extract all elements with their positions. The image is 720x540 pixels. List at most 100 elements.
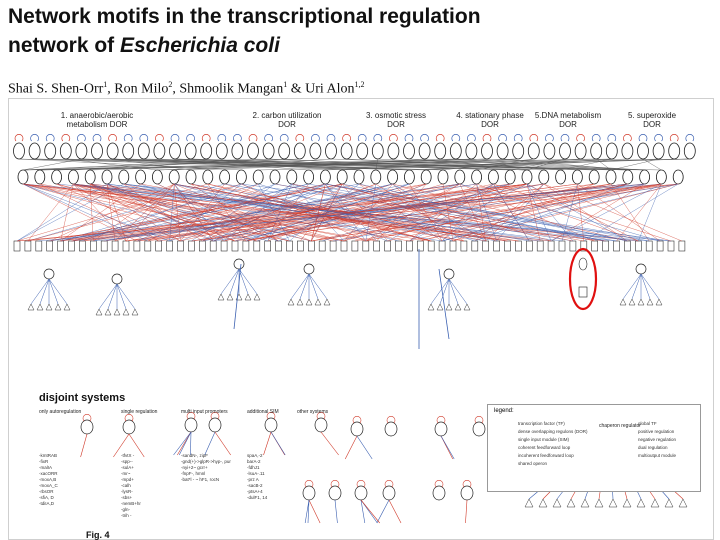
autoreg-loop [389,134,398,142]
tf-node [233,258,245,270]
tf-node [605,142,618,160]
regulation-edge [60,183,141,242]
autoreg-loop [467,134,476,142]
regulation-edge [304,499,310,524]
regulation-edge [114,183,175,242]
tf-node [137,142,150,160]
regulation-edge [71,183,662,242]
tf-node [454,169,466,185]
autoreg-loop [685,134,695,142]
regulation-edge [299,273,310,300]
regulation-edge [73,183,443,242]
operon-node [427,240,435,252]
operon-node [449,240,457,252]
regulation-edge [388,499,402,524]
autoreg-loop [386,416,396,424]
regulation-edge [49,183,460,242]
operon-node [104,308,112,316]
regulation-edge [448,278,468,305]
regulation-edge [476,183,486,242]
operon-node [113,308,121,316]
regulation-edge [543,183,628,242]
tf-node [118,169,130,185]
autoreg-loop [545,134,554,142]
tf-node [449,142,462,160]
operon-node [220,240,228,252]
regulation-edge [16,183,124,242]
operon-node [493,240,500,252]
regulation-edge [48,278,68,305]
operon-node [646,298,654,306]
autoreg-loop [233,134,242,142]
regulation-edge [204,431,216,456]
regulation-edge [207,183,432,242]
operon-node [166,240,173,252]
autoreg-loop [210,412,220,420]
operon-node [463,303,471,311]
legend-row: transcription factor (TF) [518,421,565,426]
tf-node [652,142,665,160]
regulation-edge [220,268,240,295]
figure-number: Fig. 4 [86,530,110,540]
regulation-edge [290,273,310,300]
tf-node [403,142,415,160]
tf-node [202,169,214,185]
tf-node [656,169,667,185]
tf-node [340,142,353,160]
tf-node [350,421,364,437]
autoreg-loop [45,134,55,142]
regulation-edge [93,183,628,242]
operon-node [525,240,533,252]
operon-node [608,498,618,508]
operon-node [558,240,566,252]
operon-node [351,240,359,252]
tf-node [185,169,197,185]
regulation-edge [631,273,642,300]
tf-node [319,169,331,185]
autoreg-loop [330,480,340,488]
regulation-edge [308,499,321,524]
regulation-edge [22,183,290,242]
operon-node [619,298,627,306]
tf-node [432,485,446,501]
tf-node [68,169,79,185]
autoreg-loop [217,134,227,142]
operon-node [54,303,62,311]
tf-node [168,169,180,185]
regulation-edge [452,183,679,242]
tf-node [353,169,365,185]
autoreg-loop [638,134,648,142]
regulation-edge [73,158,269,171]
regulation-edge [71,183,427,242]
operon-node [231,240,239,252]
regulation-edge [22,158,300,171]
regulation-edge [202,183,343,242]
regulation-edge [344,435,358,460]
regulation-edge [343,183,528,242]
legend-row: dense overlapping regulons (DOR) [518,429,588,434]
autoreg-loop [316,412,326,420]
tf-node [303,263,315,275]
operon-node [438,240,446,252]
tf-node [420,169,432,185]
operon-node [656,240,664,252]
tf-node [135,169,147,185]
autoreg-loop [654,134,663,142]
regulation-edge [526,183,552,242]
operon-node [226,293,234,301]
gene-list-single: -tfvtX - -spp-- -sulA+ -mr~ -mpd+ -calh … [121,453,141,518]
regulation-edge [307,499,310,524]
operon-node [634,240,642,252]
gene-list-sim: spaA,-2 barA-2 -fdhJ1 -lsuA-.11 -prz A -… [247,453,268,500]
regulation-edge [442,183,645,242]
operon-node [305,298,313,306]
operon-node [445,303,453,311]
tf-node [43,268,55,280]
operon-node [504,240,511,252]
regulation-edge [409,158,659,171]
gene-list-autoreg: -kmtRAB -fixR -malIA -xacORR -moxA,B -mo… [39,453,58,506]
autoreg-loop [352,416,362,424]
tf-node [471,169,483,185]
regulation-edge [430,278,450,305]
